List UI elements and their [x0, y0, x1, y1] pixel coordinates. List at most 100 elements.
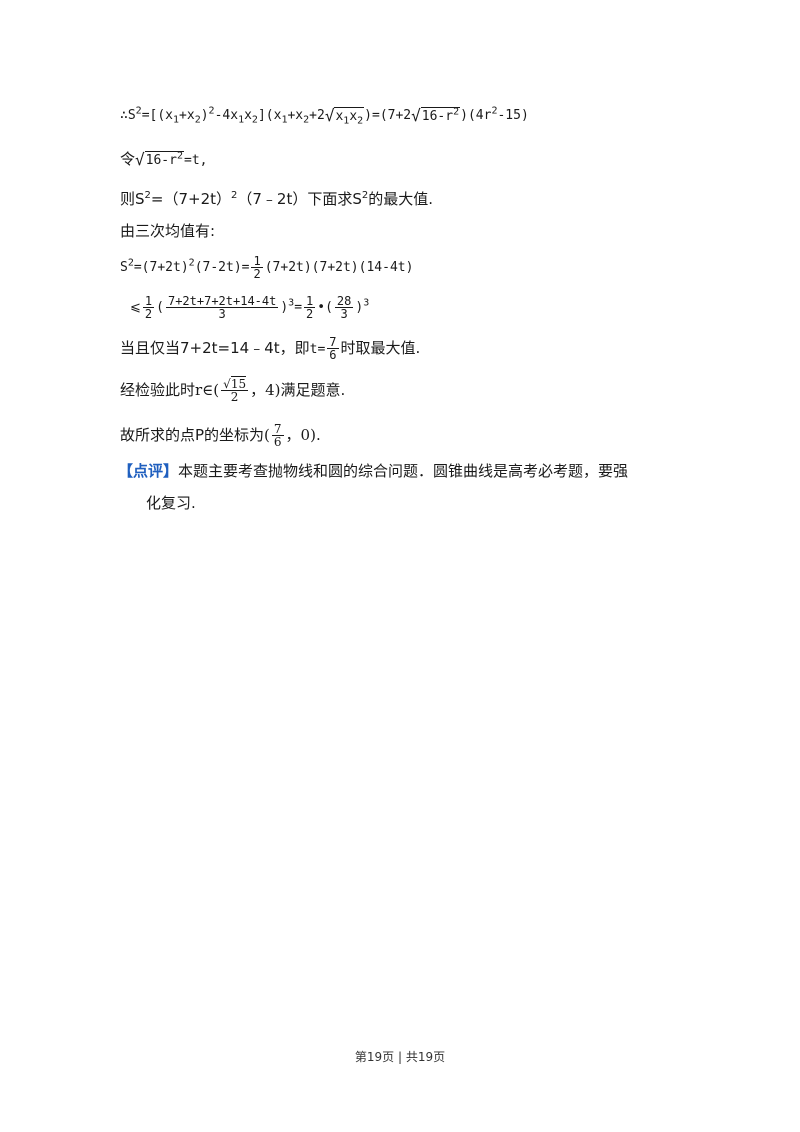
exponent: 3: [288, 297, 295, 309]
text-segment: 则S: [120, 190, 145, 208]
comment-text: 化复习.: [146, 494, 196, 512]
text-segment: (7-2t)=: [194, 260, 250, 275]
subscript: 2: [251, 114, 258, 126]
equation-s-squared: ∴S2=[(x1+x2)2-4x1x2](x1+x2+2√x1x2)=(7+2√…: [120, 105, 529, 127]
s-squared-in-t: 则S2=（7+2t）2（7﹣2t）下面求S2的最大值.: [120, 188, 433, 210]
sqrt-16-r2: √16-r2: [411, 105, 461, 125]
denominator: 2: [144, 307, 153, 321]
var-x: x: [186, 108, 195, 123]
text-segment: •: [317, 300, 326, 315]
var-x: x: [295, 108, 304, 123]
var-x: x: [244, 108, 252, 123]
radicand: 16-r2: [420, 106, 461, 125]
denominator: 2: [230, 390, 239, 404]
exponent: 2: [453, 106, 460, 118]
radical-sign: √: [411, 105, 421, 125]
text-segment: 时取最大值.: [340, 339, 421, 357]
numerator: 1: [251, 254, 263, 268]
page-footer: 第19页 | 共19页: [0, 1048, 800, 1065]
exponent: 2: [127, 257, 134, 269]
numerator: 7: [271, 422, 284, 436]
amgm-intro: 由三次均值有:: [120, 220, 215, 242]
text-segment: （7﹣2t）下面求S: [237, 190, 362, 208]
radicand: x1x2: [334, 106, 365, 127]
text-segment: +: [287, 108, 296, 123]
text-segment: =（7+2t）: [150, 190, 232, 208]
exponent: 2: [176, 150, 183, 162]
text-segment: ](: [257, 108, 274, 123]
text-segment: ): [355, 300, 364, 315]
text-segment: (: [264, 426, 270, 444]
substitution-line: 令√16-r2=t,: [120, 148, 207, 172]
var-x: x: [230, 108, 239, 123]
text-segment: +: [179, 108, 187, 123]
sqrt-x1x2: √x1x2: [324, 105, 365, 127]
var-x: x: [335, 108, 344, 124]
text-segment: 满足题意.: [280, 381, 346, 399]
page-number: 第19页 | 共19页: [354, 1050, 446, 1064]
subscript: 1: [281, 114, 288, 126]
denominator: 2: [306, 307, 314, 321]
text-segment: ，4): [250, 381, 281, 399]
text-segment: (: [213, 381, 220, 399]
var-s: S: [120, 260, 128, 275]
text-segment: 16-r: [421, 108, 454, 124]
numerator: 7: [327, 335, 339, 349]
therefore-symbol: ∴: [120, 108, 128, 123]
text-segment: =(7+2t): [133, 260, 189, 275]
text-segment: ): [200, 108, 209, 123]
text-segment: +2: [309, 108, 325, 123]
text-segment: (: [156, 300, 164, 315]
text-segment: =t,: [184, 153, 208, 168]
numerator: √15: [221, 376, 249, 391]
text-segment: 经检验此时: [120, 381, 196, 399]
comment-text: 本题主要考查抛物线和圆的综合问题．圆锥曲线是高考必考题，要强: [178, 462, 629, 480]
text-segment: 的最大值.: [368, 190, 434, 208]
comment-line-1: 【点评】本题主要考查抛物线和圆的综合问题．圆锥曲线是高考必考题，要强: [118, 460, 628, 482]
radical-sign: √: [324, 105, 335, 125]
exponent: 2: [361, 190, 369, 201]
comment-tag: 【点评】: [118, 462, 179, 480]
denominator: 2: [253, 267, 261, 281]
var-x: x: [165, 108, 173, 123]
var-s: S: [127, 108, 136, 123]
subscript: 1: [343, 115, 350, 127]
text-segment: r∈: [195, 381, 214, 399]
radicand: 15: [230, 376, 247, 391]
leq-symbol: ⩽: [130, 300, 141, 315]
exponent: 2: [231, 190, 238, 201]
numerator: 1: [304, 294, 316, 308]
text-segment: =: [294, 300, 303, 315]
text-segment: t=: [309, 342, 326, 357]
exponent: 2: [135, 105, 142, 117]
subscript: 2: [303, 114, 310, 126]
subscript: 1: [173, 114, 180, 126]
text-segment: )=(7+2: [364, 108, 412, 123]
var-x: x: [349, 108, 358, 124]
text-segment: 16-r: [145, 152, 177, 168]
denominator: 6: [329, 348, 337, 362]
text-segment: 故所求的点P的坐标为: [120, 426, 265, 444]
subscript: 2: [357, 115, 364, 127]
subscript: 1: [238, 114, 245, 126]
text-segment: (: [325, 300, 333, 315]
exponent: 2: [144, 190, 151, 201]
text-segment: 由三次均值有:: [120, 222, 216, 240]
sqrt-16-r2: √16-r2: [135, 150, 184, 169]
text-segment: ，0).: [285, 426, 321, 444]
radicand: 16-r2: [144, 150, 184, 169]
numerator: 7+2t+7+2t+14-4t: [165, 294, 279, 308]
numerator: 28: [334, 294, 354, 308]
exponent: 2: [208, 105, 215, 117]
